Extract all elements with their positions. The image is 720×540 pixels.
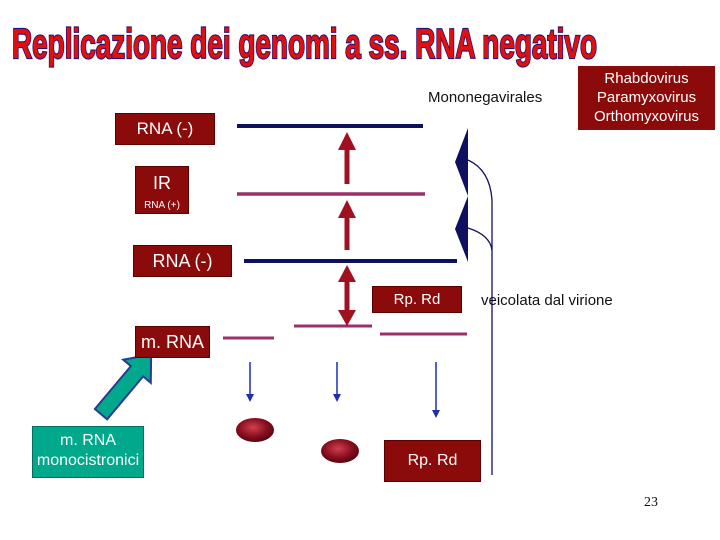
- label-mrna-mono-line2: monocistronici: [36, 452, 140, 469]
- label-mrna: m. RNA: [135, 326, 210, 358]
- label-ir: IR RNA (+): [135, 166, 189, 214]
- label-rprd-virion: Rp. Rd: [372, 286, 462, 313]
- label-rprd-virion-text: Rp. Rd: [393, 291, 441, 308]
- protein-blob-2: [321, 439, 359, 463]
- virus-family-rhabdo: Rhabdovirus: [604, 70, 689, 87]
- label-rprd-product: Rp. Rd: [384, 440, 481, 482]
- label-ir-text: IR: [153, 173, 171, 193]
- virus-family-orthomyxo: Orthomyxovirus: [593, 108, 700, 125]
- title-graphic: Replicazione dei genomi a ss. RNA negati…: [11, 19, 598, 68]
- label-rna-neg-mid-text: RNA (-): [152, 250, 213, 271]
- label-mrna-mono-line1: m. RNA: [60, 432, 116, 449]
- virion-note: veicolata dal virione: [481, 292, 613, 309]
- label-rna-neg-top: RNA (-): [115, 113, 215, 145]
- virus-order-label: Mononegavirales: [428, 89, 543, 106]
- virus-families-box: Rhabdovirus Paramyxovirus Orthomyxovirus: [578, 66, 715, 130]
- arrow-red-up-2: [338, 200, 356, 250]
- label-rna-neg-mid: RNA (-): [133, 245, 232, 277]
- polymerase-path-2: [467, 227, 493, 251]
- label-mrna-monocistronic: m. RNA monocistronici: [32, 426, 144, 478]
- virus-family-paramyxo: Paramyxovirus: [596, 89, 697, 106]
- arrow-red-double: [338, 265, 356, 326]
- polymerase-path-1: [467, 159, 493, 475]
- page-title: Replicazione dei genomi a ss. RNA negati…: [12, 20, 597, 67]
- label-mrna-text: m. RNA: [141, 331, 204, 352]
- arrow-red-up-1: [338, 132, 356, 184]
- label-rprd-product-text: Rp. Rd: [407, 452, 458, 469]
- page-number: 23: [644, 495, 658, 510]
- arrow-blue-down-2: [333, 362, 341, 402]
- arrow-blue-down-1: [246, 362, 254, 402]
- label-rna-neg-top-text: RNA (-): [136, 119, 194, 138]
- arrow-blue-down-3: [432, 362, 440, 418]
- polymerase-shape-1: [455, 128, 468, 196]
- label-rna-pos-text: RNA (+): [144, 200, 180, 211]
- protein-blob-1: [236, 418, 274, 442]
- polymerase-shape-2: [455, 196, 468, 262]
- arrow-teal: [93, 353, 153, 421]
